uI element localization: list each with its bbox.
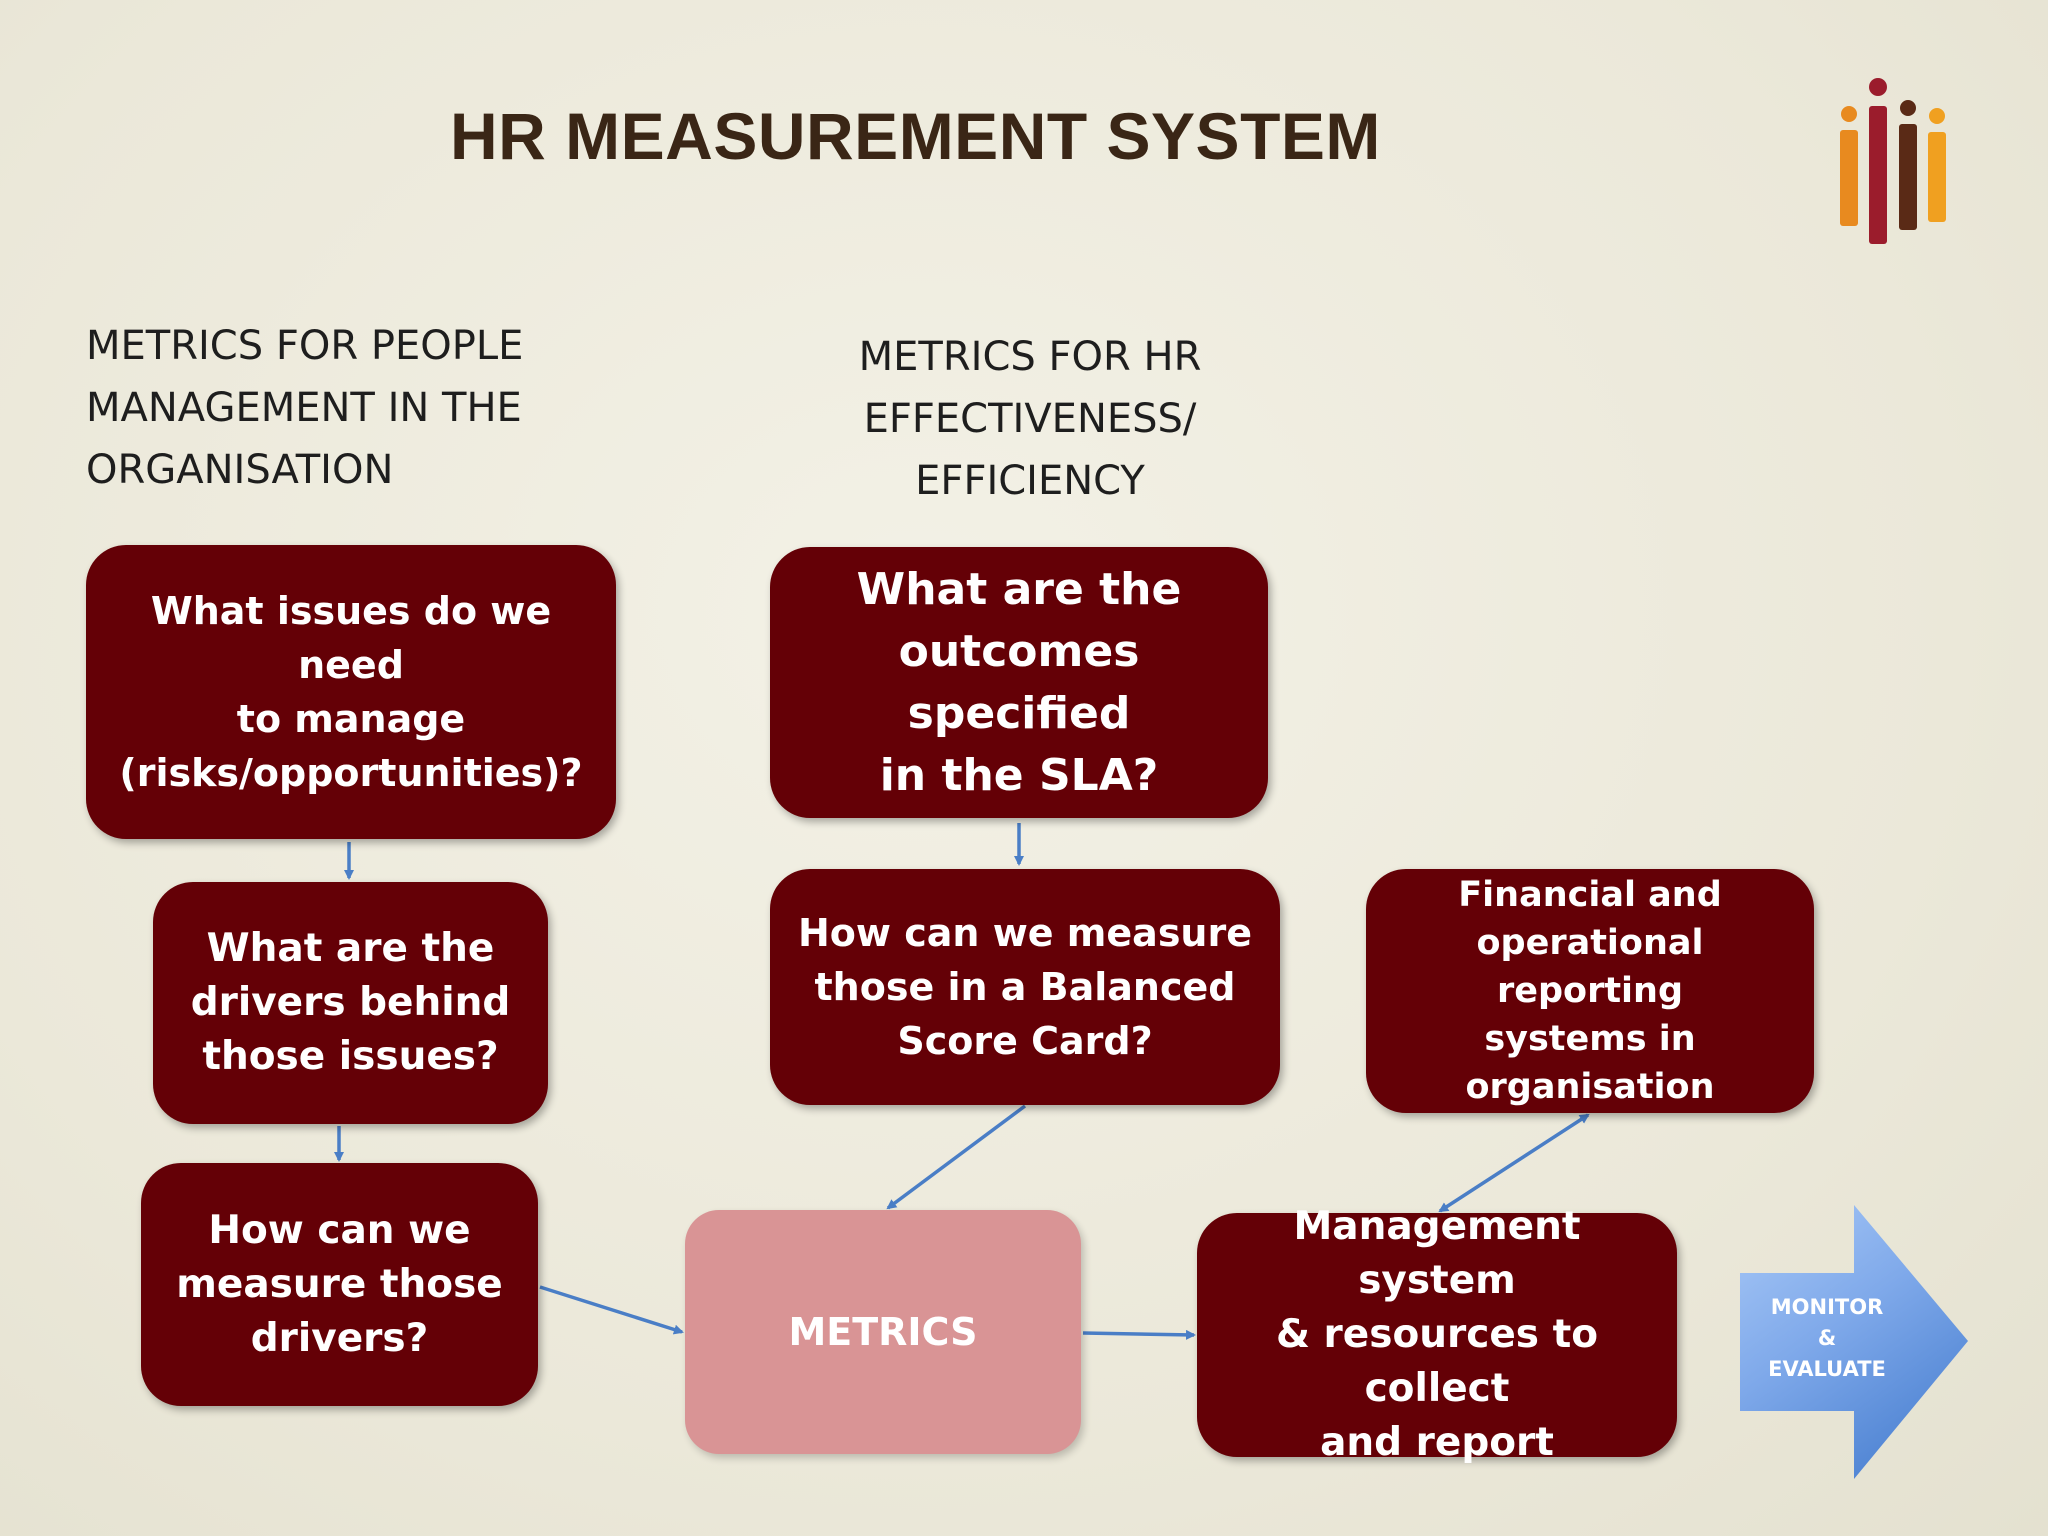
box-drivers-behind-issues: What are the drivers behind those issues… (153, 882, 548, 1124)
box-management-system: Management system & resources to collect… (1197, 1204, 1677, 1465)
logo-bar-brown (1899, 100, 1917, 230)
box-balanced-text: How can we measure those in a Balanced S… (798, 911, 1252, 1063)
page-title: HR MEASUREMENT SYSTEM (450, 99, 1381, 173)
box-sla-outcomes: What are the outcomes specified in the S… (770, 547, 1268, 818)
logo-bar-orange (1840, 106, 1858, 226)
arrow-measure-to-metrics (539, 1285, 684, 1335)
heading-people-metrics: METRICS FOR PEOPLE MANAGEMENT IN THE ORG… (86, 323, 524, 493)
iiii-logo-icon (1840, 78, 1946, 244)
box-financial-text: Financial and operational reporting syst… (1458, 875, 1722, 1107)
box-sla-text: What are the outcomes specified in the S… (856, 563, 1182, 801)
box-drivers-text: What are the drivers behind those issues… (190, 926, 511, 1079)
monitor-evaluate-label: MONITOR & EVALUATE (1768, 1295, 1886, 1381)
box-measure-drivers: How can we measure those drivers? (141, 1163, 538, 1406)
box-financial-reporting: Financial and operational reporting syst… (1366, 869, 1814, 1113)
box-management-text: Management system & resources to collect… (1275, 1204, 1599, 1465)
heading-hr-metrics: METRICS FOR HR EFFECTIVENESS/ EFFICIENCY (858, 334, 1202, 504)
logo-bar-yellow (1928, 108, 1946, 222)
box-measure-drivers-text: How can we measure those drivers? (176, 1207, 503, 1361)
arrow-financial-management-bidirectional (1438, 1113, 1590, 1213)
box-metrics: METRICS (685, 1210, 1081, 1454)
box-balanced-score-card: How can we measure those in a Balanced S… (770, 869, 1280, 1105)
arrow-metrics-to-management (1082, 1329, 1196, 1340)
logo-bar-red (1869, 78, 1887, 244)
block-right-arrow-icon (1740, 1205, 1968, 1479)
box-issues-text: What issues do we need to manage (risks/… (119, 589, 583, 795)
box-metrics-text: METRICS (788, 1310, 978, 1354)
box-issues-to-manage: What issues do we need to manage (risks/… (86, 545, 616, 839)
arrow-balanced-to-metrics (886, 1104, 1027, 1210)
